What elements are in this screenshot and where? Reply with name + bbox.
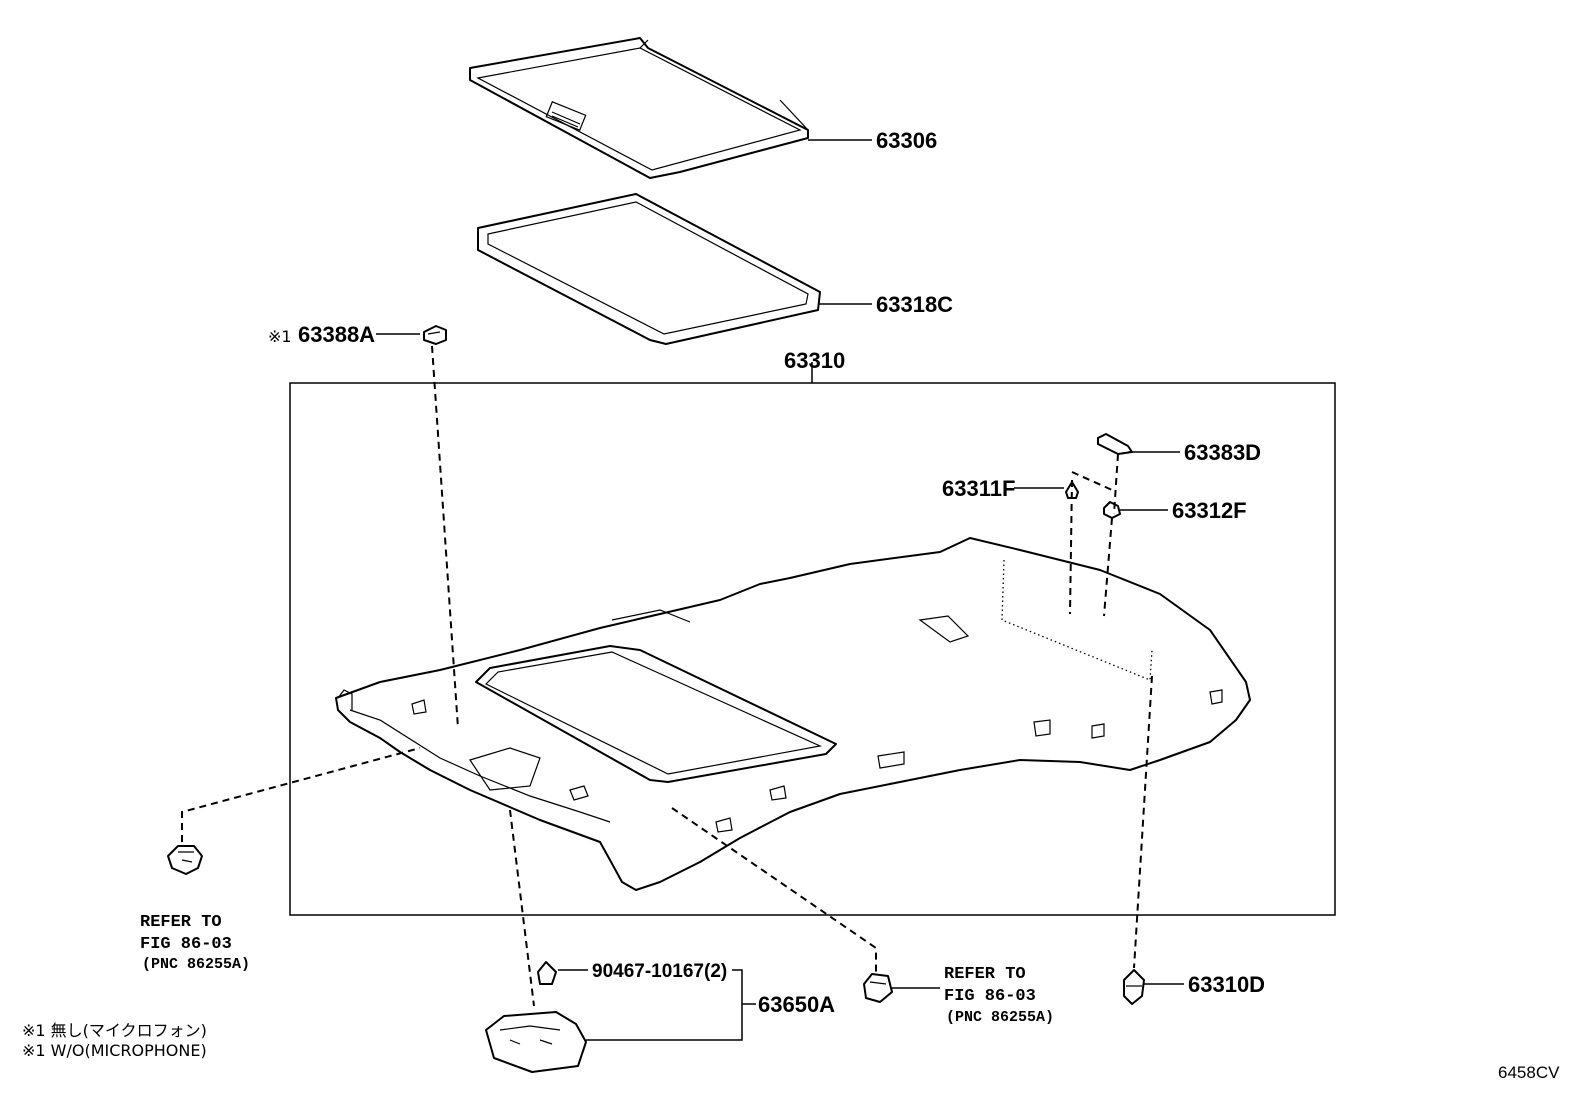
reference-center-line2: FIG 86-03 (944, 987, 1036, 1006)
label-63318c[interactable]: 63318C (876, 292, 953, 317)
label-63310d[interactable]: 63310D (1188, 972, 1265, 997)
label-63650a[interactable]: 63650A (758, 992, 835, 1017)
label-63312f[interactable]: 63312F (1172, 498, 1247, 523)
map-lamp-drawing (485, 961, 587, 1073)
label-63310[interactable]: 63310 (784, 348, 845, 373)
assembly-dashed-lines (181, 345, 1153, 1007)
label-90467-10167[interactable]: 90467-10167(2) (592, 961, 727, 982)
bracket-63383d-drawing (1097, 433, 1133, 455)
center-clip-drawing (863, 973, 893, 1003)
label-63388a[interactable]: 63388A (298, 322, 375, 347)
reference-center-line1: REFER TO (944, 965, 1026, 984)
reference-left-line3: (PNC 86255A) (142, 956, 250, 973)
footnote-jp: ※1 無し(マイクロフォン) (22, 1021, 207, 1040)
label-63306[interactable]: 63306 (876, 128, 937, 153)
leader-lines (376, 139, 1184, 1041)
reference-left[interactable]: REFER TO FIG 86-03 (PNC 86255A) (140, 913, 250, 973)
weatherstrip-drawing (477, 193, 821, 345)
reference-left-line1: REFER TO (140, 913, 222, 932)
footnote-en: ※1 W/O(MICROPHONE) (22, 1041, 207, 1060)
reference-center-line3: (PNC 86255A) (946, 1009, 1054, 1026)
label-63388a-mark: ※1 (268, 327, 292, 346)
label-63383d[interactable]: 63383D (1184, 440, 1261, 465)
sunshade-panel-drawing (469, 37, 809, 179)
clip-63310d-drawing (1123, 969, 1145, 1005)
reference-left-line2: FIG 86-03 (140, 935, 232, 954)
reference-center[interactable]: REFER TO FIG 86-03 (PNC 86255A) (944, 965, 1054, 1026)
label-63311f[interactable]: 63311F (942, 476, 1015, 501)
left-clip-drawing (167, 845, 203, 875)
figure-code: 6458CV (1498, 1063, 1560, 1082)
clip-63312f-drawing (1103, 501, 1121, 519)
clip-63388a-drawing (423, 325, 447, 345)
headliner-drawing (335, 537, 1251, 891)
